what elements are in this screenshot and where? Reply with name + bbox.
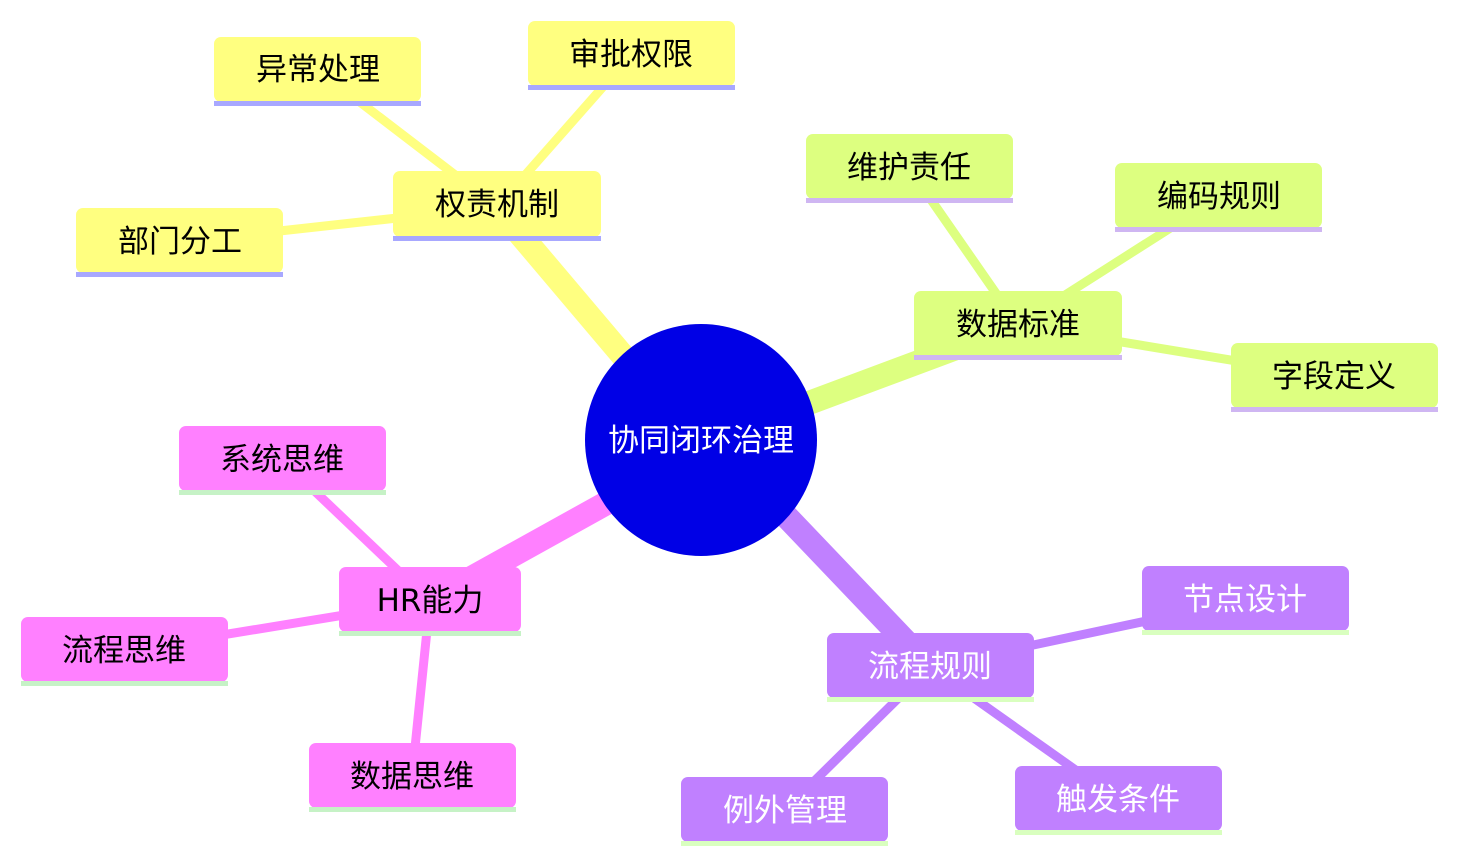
branch-node-box xyxy=(914,291,1122,356)
leaf-node-box xyxy=(806,134,1013,199)
leaf-node-jiedian-sheji[interactable]: 节点设计 xyxy=(1142,566,1349,635)
branch-node-label: 权责机制 xyxy=(435,187,559,223)
branch-node-box xyxy=(339,567,521,632)
branch-node-underline xyxy=(914,355,1122,360)
branch-node-label: 数据标准 xyxy=(956,307,1080,343)
leaf-node-box xyxy=(528,21,735,86)
branch-node-quanze-jizhi[interactable]: 权责机制 xyxy=(393,171,601,241)
leaf-node-underline xyxy=(1142,630,1349,635)
leaf-node-box xyxy=(681,777,888,842)
leaf-node-underline xyxy=(179,490,386,495)
leaf-node-bianma-guize[interactable]: 编码规则 xyxy=(1115,163,1322,232)
branch-node-label: 流程规则 xyxy=(868,649,992,685)
leaf-node-label: 流程思维 xyxy=(62,633,186,669)
leaf-node-underline xyxy=(528,85,735,90)
leaf-node-underline xyxy=(1231,407,1438,412)
leaf-node-box xyxy=(1231,343,1438,408)
branch-node-shuju-biaozhun[interactable]: 数据标准 xyxy=(914,291,1122,360)
leaf-node-shuju-siwei[interactable]: 数据思维 xyxy=(309,743,516,812)
leaf-node-box xyxy=(76,208,283,273)
leaf-node-label: 异常处理 xyxy=(256,52,380,88)
leaf-node-box xyxy=(214,37,421,102)
leaf-node-liucheng-siwei[interactable]: 流程思维 xyxy=(21,617,228,686)
leaf-node-box xyxy=(179,426,386,491)
leaf-node-label: 审批权限 xyxy=(569,37,693,73)
leaf-node-weihu-zeren[interactable]: 维护责任 xyxy=(806,134,1013,203)
leaf-node-underline xyxy=(21,681,228,686)
leaf-node-underline xyxy=(806,198,1013,203)
leaf-node-liwai-guanli[interactable]: 例外管理 xyxy=(681,777,888,846)
leaf-node-label: 例外管理 xyxy=(723,793,847,829)
leaf-node-box xyxy=(1115,163,1322,228)
leaf-node-ziduan-dingyi[interactable]: 字段定义 xyxy=(1231,343,1438,412)
leaf-node-label: 字段定义 xyxy=(1272,359,1396,395)
leaf-node-yichang-chuli[interactable]: 异常处理 xyxy=(214,37,421,106)
leaf-node-underline xyxy=(681,841,888,846)
leaf-node-underline xyxy=(1015,830,1222,835)
leaf-node-label: 数据思维 xyxy=(350,759,474,795)
branch-node-liucheng-guize[interactable]: 流程规则 xyxy=(827,633,1034,702)
leaf-node-box xyxy=(1015,766,1222,831)
root-node[interactable]: 协同闭环治理 xyxy=(585,324,817,556)
root-label: 协同闭环治理 xyxy=(608,423,794,459)
leaf-node-label: 系统思维 xyxy=(220,442,344,478)
branch-node-hr-nengli[interactable]: HR能力 xyxy=(339,567,521,636)
leaf-node-chufa-tiaojian[interactable]: 触发条件 xyxy=(1015,766,1222,835)
branch-node-underline xyxy=(339,631,521,636)
leaf-node-label: 编码规则 xyxy=(1157,179,1281,215)
root-circle xyxy=(585,324,817,556)
leaf-node-box xyxy=(21,617,228,682)
leaf-node-underline xyxy=(309,807,516,812)
leaf-node-label: 维护责任 xyxy=(847,150,971,186)
leaf-node-label: 节点设计 xyxy=(1183,582,1307,618)
leaf-node-bumen-fengong[interactable]: 部门分工 xyxy=(76,208,283,277)
leaf-node-box xyxy=(1142,566,1349,631)
leaf-node-underline xyxy=(1115,227,1322,232)
leaf-node-underline xyxy=(214,101,421,106)
branch-node-underline xyxy=(827,697,1034,702)
branch-node-box xyxy=(393,171,601,237)
branch-node-box xyxy=(827,633,1034,698)
leaf-node-label: 触发条件 xyxy=(1056,782,1180,818)
leaf-node-box xyxy=(309,743,516,808)
leaf-node-label: 部门分工 xyxy=(118,224,242,260)
leaf-node-underline xyxy=(76,272,283,277)
branch-node-underline xyxy=(393,236,601,241)
branch-node-label: HR能力 xyxy=(377,583,484,619)
leaf-node-shenpi-quanxian[interactable]: 审批权限 xyxy=(528,21,735,90)
leaf-node-xitong-siwei[interactable]: 系统思维 xyxy=(179,426,386,495)
